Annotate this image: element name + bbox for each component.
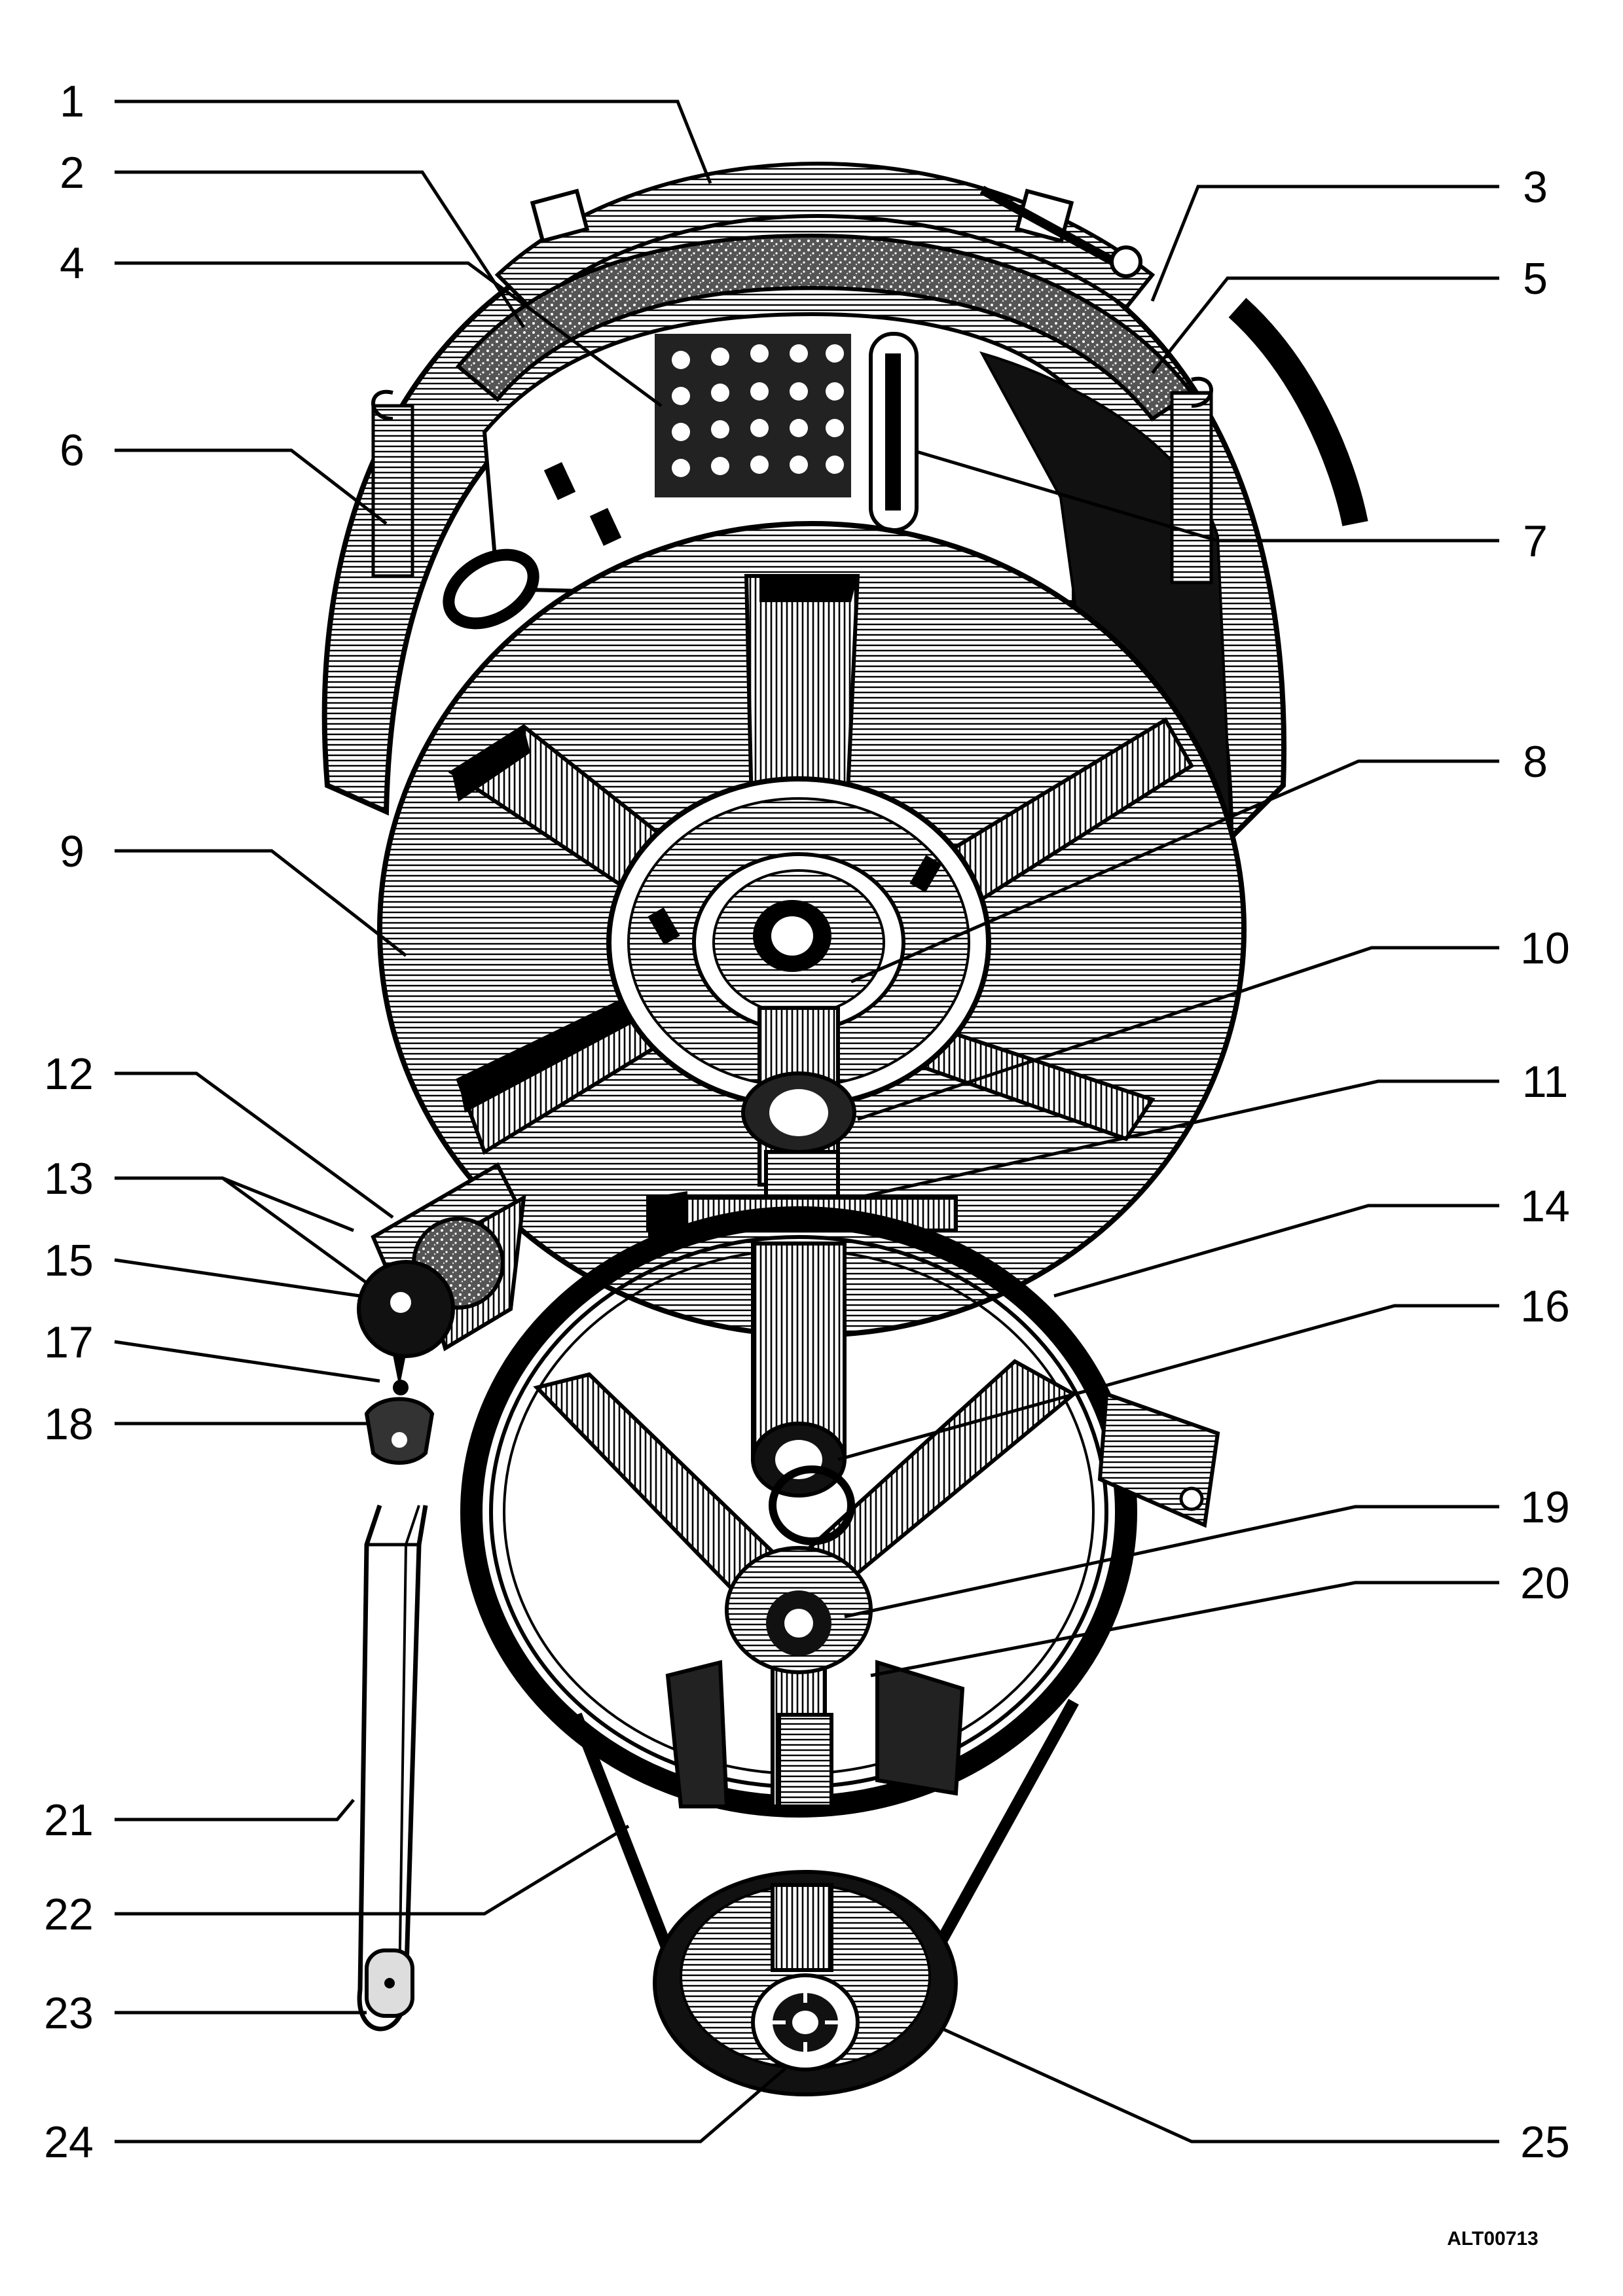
callout-3: 3 — [1523, 162, 1548, 212]
leader-20 — [870, 1581, 1499, 1677]
leader-6 — [115, 448, 388, 525]
callout-15: 15 — [44, 1236, 94, 1285]
callout-12: 12 — [44, 1049, 94, 1099]
leader-8 — [850, 759, 1499, 984]
fork-tool — [357, 1504, 428, 2032]
leader-16 — [837, 1304, 1499, 1462]
agitator-disc — [377, 521, 1247, 1338]
callout-14: 14 — [1520, 1181, 1570, 1231]
callout-labels: 1 2 3 4 5 6 7 8 9 10 11 12 13 14 15 16 1… — [44, 77, 1570, 2167]
leader-22 — [115, 1824, 630, 1916]
lever-arm — [357, 1162, 526, 1395]
leader-12 — [115, 1071, 394, 1219]
callout-19: 19 — [1520, 1482, 1570, 1532]
figure-code: ALT00713 — [1447, 2228, 1539, 2250]
leader-2 — [115, 170, 526, 329]
callout-5: 5 — [1523, 254, 1548, 304]
callout-16: 16 — [1520, 1282, 1570, 1331]
callout-11: 11 — [1522, 1057, 1569, 1107]
callout-23: 23 — [44, 1988, 94, 2038]
motor-belt — [570, 1698, 1079, 2096]
callout-24: 24 — [44, 2117, 94, 2167]
leader-lines — [114, 99, 1499, 2144]
callout-22: 22 — [44, 1890, 94, 1939]
perforation-grid — [655, 334, 851, 497]
pulley-wheel — [460, 1206, 1220, 1818]
leader-15 — [114, 1258, 361, 1298]
callout-7: 7 — [1523, 516, 1548, 566]
left-spring — [371, 389, 414, 578]
leader-1 — [115, 99, 712, 184]
clip-part — [364, 1397, 435, 1465]
leader-11 — [857, 1079, 1499, 1200]
callout-6: 6 — [60, 425, 84, 475]
leader-9 — [115, 849, 407, 957]
callout-18: 18 — [44, 1399, 94, 1449]
leader-25 — [941, 2027, 1499, 2144]
callout-25: 25 — [1520, 2117, 1570, 2167]
callout-4: 4 — [60, 238, 84, 288]
leader-19 — [844, 1505, 1499, 1619]
callout-13: 13 — [44, 1154, 94, 1204]
callout-17: 17 — [44, 1318, 94, 1367]
leader-4 — [115, 261, 663, 408]
leader-3 — [1150, 185, 1499, 302]
callout-10: 10 — [1520, 924, 1570, 973]
leader-17 — [114, 1340, 380, 1383]
leader-21 — [115, 1799, 355, 1821]
callout-8: 8 — [1523, 737, 1548, 787]
leader-24 — [115, 2067, 787, 2144]
drum-assembly — [321, 161, 1368, 844]
leader-5 — [1151, 276, 1499, 374]
leader-10 — [857, 946, 1499, 1121]
callout-21: 21 — [44, 1795, 94, 1845]
leader-14 — [1053, 1204, 1499, 1298]
callout-20: 20 — [1520, 1558, 1570, 1608]
callout-2: 2 — [60, 148, 84, 198]
right-spring — [1170, 376, 1213, 584]
leader-13b — [221, 1176, 368, 1285]
callout-1: 1 — [60, 77, 84, 126]
leader-7 — [916, 450, 1499, 543]
callout-9: 9 — [60, 827, 84, 876]
